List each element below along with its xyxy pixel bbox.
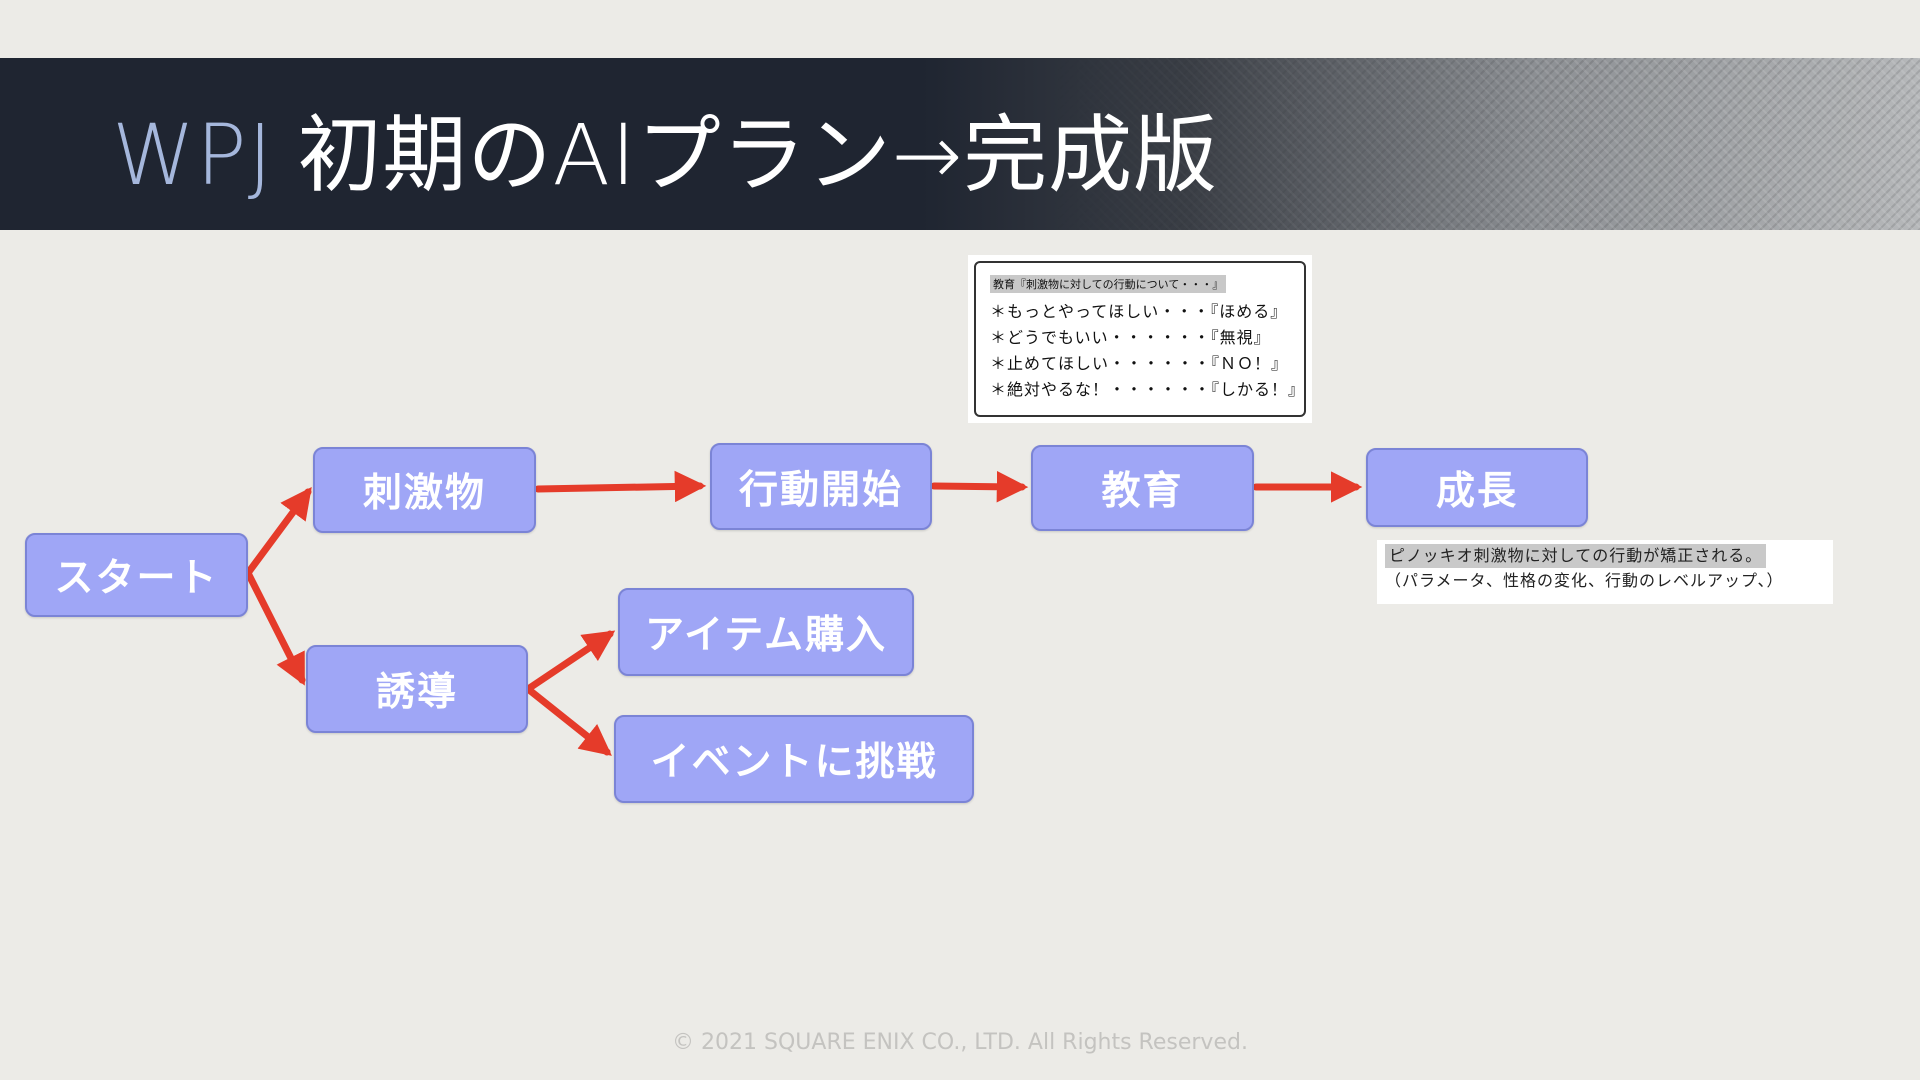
node-growth: 成長	[1366, 448, 1588, 527]
node-education: 教育	[1031, 445, 1254, 531]
growth-note-line1: ピノッキオ刺激物に対しての行動が矯正される。	[1385, 544, 1767, 568]
education-note-header: 教育『刺激物に対しての行動について・・・』	[990, 275, 1227, 293]
arrow-action-to-education	[930, 470, 1029, 503]
arrow-start-to-guidance	[244, 569, 306, 686]
node-action-start: 行動開始	[710, 443, 932, 530]
node-event-challenge: イベントに挑戦	[614, 715, 974, 803]
education-note-line: ＊どうでもいい・・・・・・『無視』	[990, 328, 1271, 347]
education-note-line: ＊止めてほしい・・・・・・『ＮＯ！』	[990, 354, 1289, 373]
growth-note-line2: （パラメータ、性格の変化、行動のレベルアップ、）	[1385, 571, 1784, 590]
arrow-stimulus-to-action	[534, 470, 707, 503]
title-prefix: WPJ	[112, 106, 274, 204]
node-guidance: 誘導	[306, 645, 528, 733]
arrow-guidance-to-event	[524, 685, 612, 756]
title-bar	[0, 58, 1920, 230]
education-note-line: ＊もっとやってほしい・・・『ほめる』	[990, 302, 1288, 321]
arrow-start-to-stimulus	[244, 486, 312, 577]
growth-note: ピノッキオ刺激物に対しての行動が矯正される。 （パラメータ、性格の変化、行動のレ…	[1377, 540, 1833, 604]
node-stimulus: 刺激物	[313, 447, 536, 533]
education-note: 教育『刺激物に対しての行動について・・・』 ＊もっとやってほしい・・・『ほめる』…	[968, 255, 1312, 423]
title-main: 初期のAIプラン→完成版	[297, 106, 1219, 204]
node-item-purchase: アイテム購入	[618, 588, 914, 676]
copyright-text: © 2021 SQUARE ENIX CO., LTD. All Rights …	[672, 1030, 1248, 1055]
node-start: スタート	[25, 533, 248, 617]
arrow-guidance-to-item	[524, 630, 616, 693]
education-note-line: ＊絶対やるな！・・・・・・『しかる！』	[990, 380, 1306, 399]
